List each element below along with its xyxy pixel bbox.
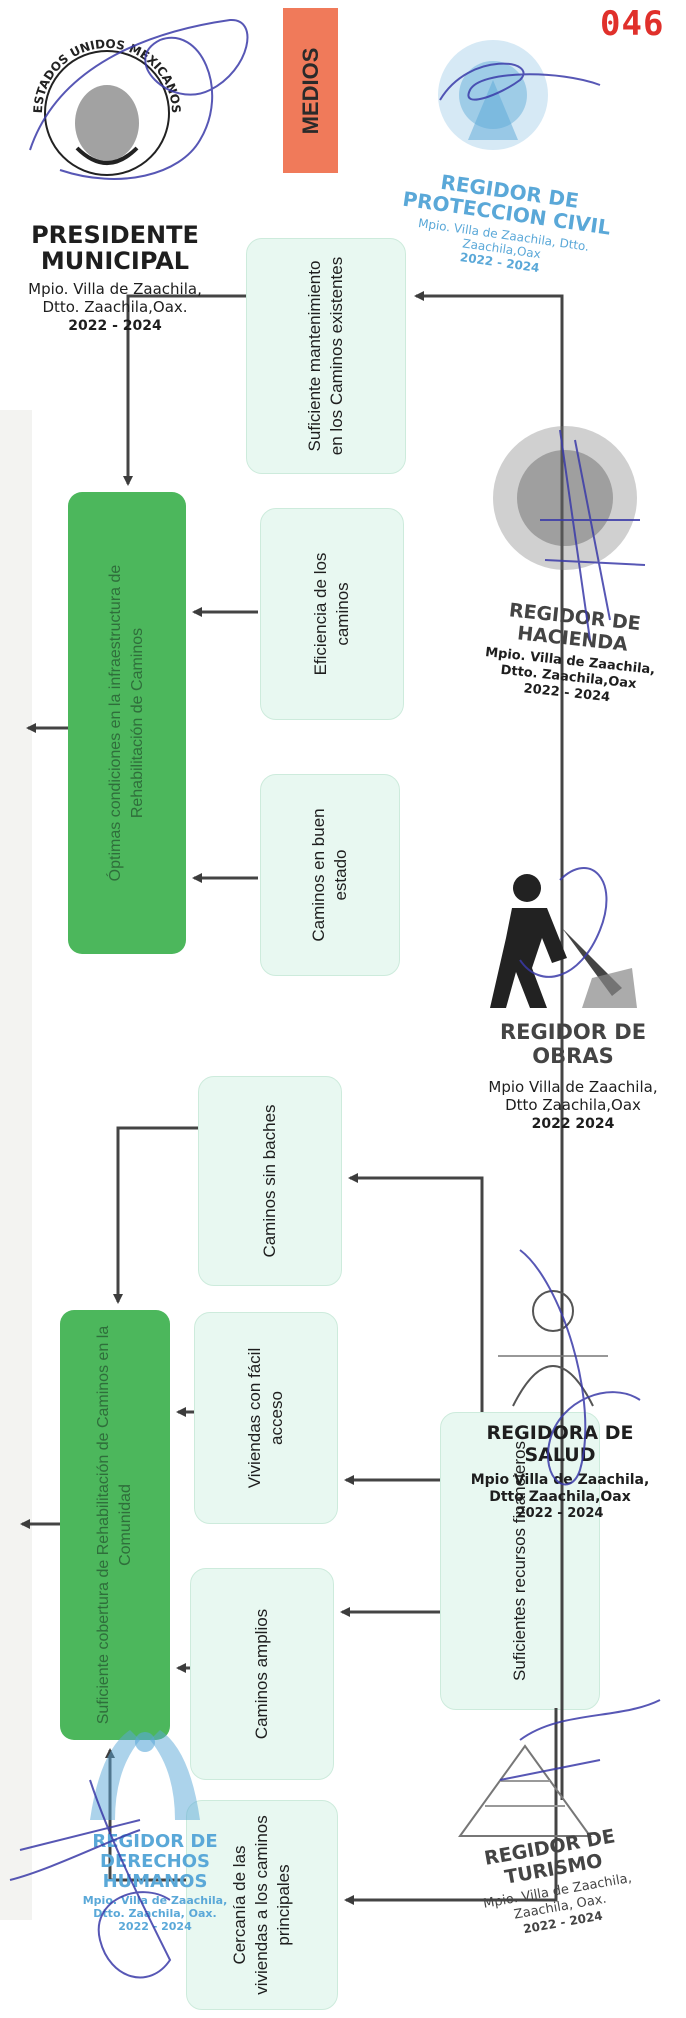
- stamp-salud-place: Mpio Villa de Zaachila, Dtto Zaachila,Oa…: [470, 1472, 650, 1505]
- stamp-presidente-years: 2022 - 2024: [68, 318, 162, 334]
- stamp-obras-title: REGIDOR DE OBRAS: [499, 1020, 647, 1068]
- stamp-salud-title: REGIDORA DE SALUD: [486, 1422, 634, 1466]
- bottom-light-box-4: Cercanía de las viviendas a los caminos …: [186, 1800, 338, 2010]
- stamp-salud-years: 2022 - 2024: [516, 1506, 604, 1521]
- stamp-obras: REGIDOR DE OBRAS Mpio Villa de Zaachila,…: [488, 1020, 658, 1132]
- stamp-presidente-title: PRESIDENTE MUNICIPAL: [31, 221, 199, 275]
- mexican-eagle-seal-icon: ESTADOS UNIDOS MEXICANOS: [31, 37, 183, 176]
- header-medios: MEDIOS: [283, 8, 338, 173]
- hacienda-eagle-seal-icon: [493, 426, 637, 570]
- stamp-obras-years: 2022 2024: [531, 1116, 615, 1132]
- derechos-humanos-hands-icon: [90, 1730, 200, 1820]
- top-dark-box: Óptimas condiciones en la infraestructur…: [68, 492, 186, 954]
- stamp-derechos-years: 2022 - 2024: [118, 1920, 192, 1933]
- stamp-salud: REGIDORA DE SALUD Mpio Villa de Zaachila…: [470, 1422, 650, 1521]
- bottom-light-box-2: Viviendas con fácil acceso: [194, 1312, 338, 1524]
- top-light-box-1: Suficiente mantenimiento en los Caminos …: [246, 238, 406, 474]
- turismo-pyramid-icon: [458, 1744, 592, 1837]
- salud-figure-icon: [498, 1290, 608, 1407]
- bottom-light-box-3: Caminos amplios: [190, 1568, 334, 1780]
- stamp-obras-place: Mpio Villa de Zaachila, Dtto Zaachila,Oa…: [488, 1078, 658, 1114]
- arrow-baches-to-dark: [113, 1126, 198, 1304]
- left-margin-panel: [0, 410, 32, 1920]
- page-number: 046: [600, 4, 665, 44]
- stamp-derechos-title: REGIDOR DE DERECHOS HUMANOS: [92, 1831, 218, 1892]
- stamp-derechos-place: Mpio. Villa de Zaachila, Dtto. Zaachila,…: [82, 1894, 228, 1920]
- arrow-fuente-baches: [348, 1173, 484, 1412]
- bottom-light-box-1: Caminos sin baches: [198, 1076, 342, 1286]
- proteccion-civil-logo-icon: [438, 40, 548, 150]
- top-light-box-2: Eficiencia de los caminos: [260, 508, 404, 720]
- bottom-dark-box: Suficiente cobertura de Rehabilitación d…: [60, 1310, 170, 1740]
- stamp-presidente: PRESIDENTE MUNICIPAL Mpio. Villa de Zaac…: [20, 222, 210, 334]
- worker-shovel-icon: [490, 874, 637, 1008]
- stamp-presidente-place: Mpio. Villa de Zaachila, Dtto. Zaachila,…: [28, 280, 202, 316]
- stamp-derechos: REGIDOR DE DERECHOS HUMANOS Mpio. Villa …: [70, 1831, 240, 1934]
- arrow-mantenimiento-to-dark: [123, 294, 246, 486]
- top-light-box-3: Caminos en buen estado: [260, 774, 400, 976]
